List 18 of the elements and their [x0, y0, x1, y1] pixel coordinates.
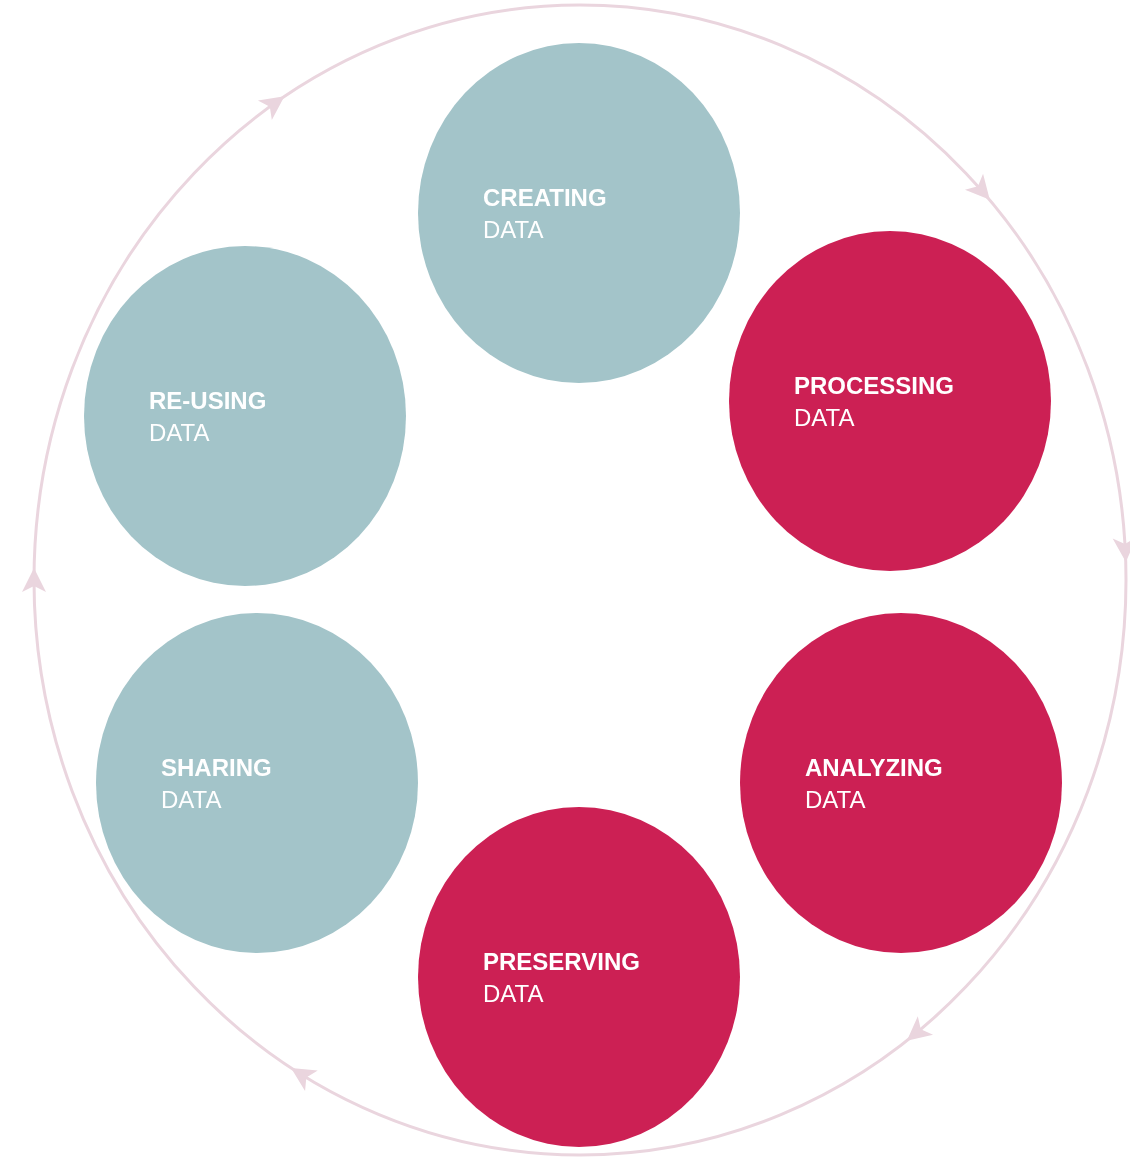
stage-circle	[96, 613, 418, 953]
stage-title: PRESERVING	[483, 947, 640, 977]
stage-circle	[740, 613, 1062, 953]
stage-circle	[84, 246, 406, 586]
stage-title: ANALYZING	[805, 753, 943, 783]
stage-title: RE-USING	[149, 386, 267, 416]
stage-title: CREATING	[483, 183, 607, 213]
stage-subtitle: DATA	[483, 979, 544, 1009]
stage-subtitle: DATA	[149, 418, 210, 448]
stage-title: SHARING	[161, 753, 272, 783]
stage-subtitle: DATA	[794, 403, 855, 433]
stage-subtitle: DATA	[805, 785, 866, 815]
stage-circle	[729, 231, 1051, 571]
stage-subtitle: DATA	[483, 215, 544, 245]
stage-circle	[418, 807, 740, 1147]
stage-circle	[418, 43, 740, 383]
stage-title: PROCESSING	[794, 371, 955, 401]
stage-subtitle: DATA	[161, 785, 222, 815]
